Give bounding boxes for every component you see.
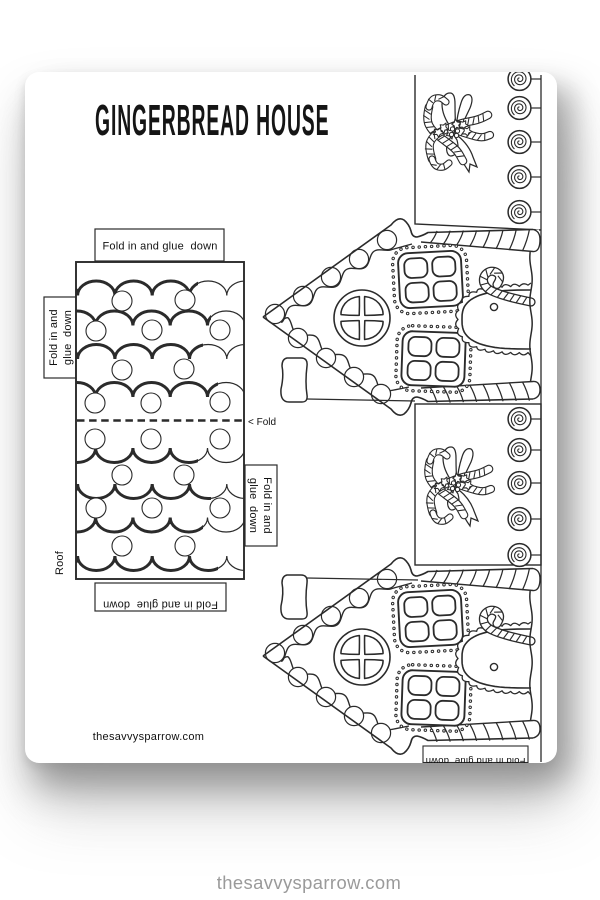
svg-text:Fold in and glue down: Fold in and glue down (426, 755, 526, 763)
svg-text:thesavvysparrow.com: thesavvysparrow.com (93, 731, 204, 743)
svg-text:Fold in and: Fold in and (48, 309, 60, 366)
svg-text:glue down: glue down (62, 310, 74, 365)
svg-text:Fold in and: Fold in and (261, 477, 273, 534)
svg-text:Roof: Roof (54, 550, 66, 575)
svg-text:Fold in and glue down: Fold in and glue down (102, 241, 217, 253)
svg-text:glue down: glue down (247, 478, 259, 533)
svg-text:Fold in and glue down: Fold in and glue down (103, 599, 218, 611)
svg-text:< Fold: < Fold (248, 417, 276, 428)
